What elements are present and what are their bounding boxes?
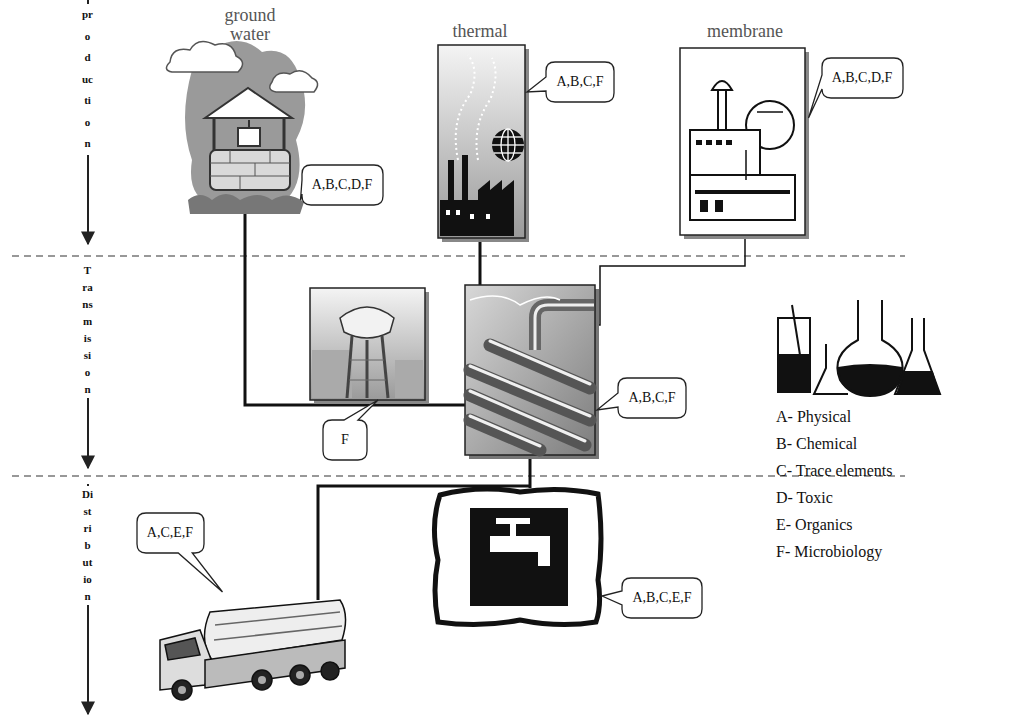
tanker-truck-picture [160,600,346,700]
membrane-plant-picture [680,48,809,239]
callout-bubble: A,B,C,F [546,62,614,102]
picture-heading: ground water [205,6,295,44]
callout-text: A,B,C,D,F [832,70,893,86]
pipe-line [594,236,745,325]
tap-picture [434,489,601,624]
legend-entry: D- Toxic [776,489,833,507]
glassware-symbol [778,300,940,396]
legend-entry: F- Microbiology [776,543,882,561]
callout-text: A,B,C,E,F [632,590,691,606]
callout-text: A,B,C,F [556,74,603,90]
callout-bubble: A,B,C,E,F [622,578,702,618]
pipes-picture [465,285,599,459]
callout-text: A,B,C,F [628,390,675,406]
callout-bubble: A,B,C,D,F [302,165,383,205]
stage-label: production [82,4,93,155]
callout-bubble: A,C,E,F [137,513,204,553]
legend-entry: C- Trace elements [776,462,892,480]
callout-text: A,C,E,F [147,525,193,541]
callout-bubble: F [323,420,367,460]
picture-heading: membrane [685,22,805,41]
picture-heading: thermal [420,22,540,41]
legend-entry: E- Organics [776,516,853,534]
callout-bubble: A,B,C,D,F [822,58,903,98]
ground-water-picture [166,41,317,214]
callout-bubble: A,B,C,F [618,378,686,418]
legend-entry: A- Physical [776,408,851,426]
callout-text: F [341,432,349,448]
stage-label: Transmission [82,262,93,398]
callout-text: A,B,C,D,F [312,177,373,193]
legend-entry: B- Chemical [776,435,857,453]
stage-label: Distribution [82,486,93,605]
stage-divider [12,256,905,476]
thermal-plant-picture [438,45,529,242]
water-tower-picture [310,288,429,404]
